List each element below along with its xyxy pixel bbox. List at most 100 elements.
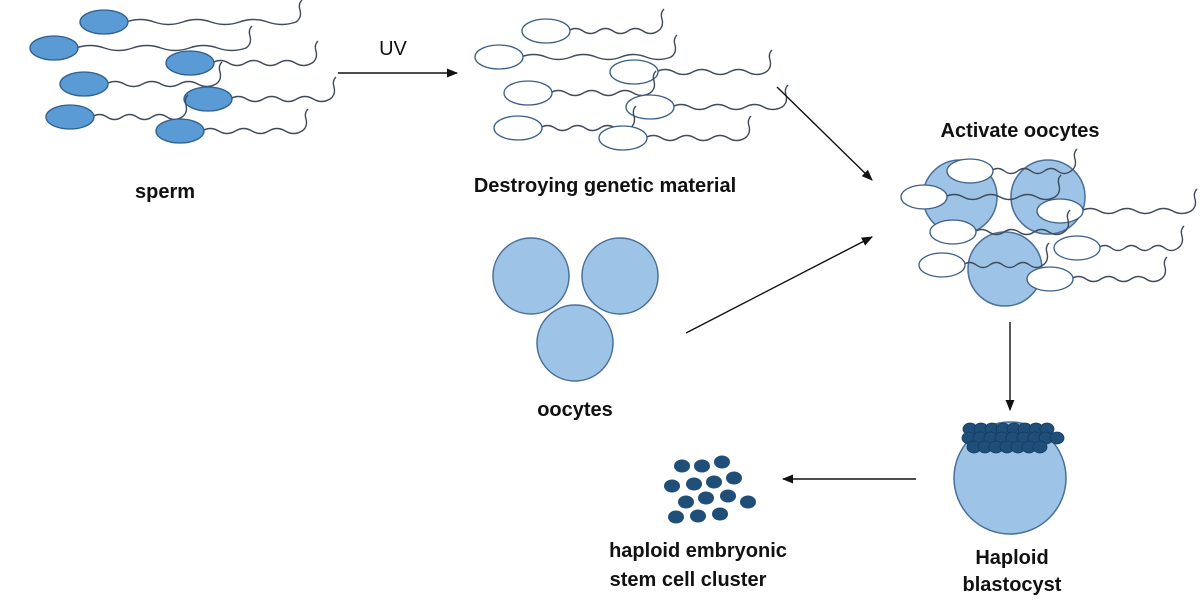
inner-cell-mass — [961, 422, 1065, 454]
stem-cell — [678, 495, 694, 509]
destroyed-sperm-group — [474, 8, 789, 151]
sperm-head — [503, 80, 553, 106]
sperm-head — [1036, 198, 1084, 224]
sperm-cell — [59, 61, 223, 97]
destroying-genetic-material-label: Destroying genetic material — [474, 175, 736, 197]
stem-cell — [698, 491, 714, 505]
activate-oocytes-label: Activate oocytes — [941, 120, 1100, 142]
sperm-cell — [1053, 225, 1185, 261]
sperm-tail — [973, 209, 1071, 236]
sperm-head — [45, 104, 95, 130]
sperm-head — [59, 71, 109, 97]
sperm-cell — [165, 40, 319, 76]
sperm-label: sperm — [135, 181, 195, 203]
sperm-cell — [929, 209, 1071, 245]
sperm-cell — [45, 94, 189, 130]
uv-label: UV — [379, 38, 407, 60]
sperm-head — [79, 9, 129, 35]
sperm-tail — [644, 115, 752, 142]
sperm-head — [183, 86, 233, 112]
sperm-cell — [503, 70, 657, 106]
sperm-cell — [598, 115, 752, 151]
activated-oocyte — [1010, 159, 1086, 235]
sperm-head — [29, 35, 79, 61]
stem-cell — [712, 507, 728, 521]
sperm-head — [946, 158, 994, 184]
sperm-cell — [625, 84, 789, 120]
stem-cell — [686, 477, 702, 491]
sperm-head — [609, 59, 659, 85]
stem-cell — [740, 495, 756, 509]
sperm-head — [900, 184, 948, 210]
sperm-tail — [201, 108, 309, 135]
sperm-tail — [944, 174, 1062, 201]
sperm-tail — [1070, 256, 1168, 283]
sperm-tail — [1097, 225, 1185, 252]
haploid-blastocyst — [953, 421, 1067, 535]
sperm-head — [165, 50, 215, 76]
sperm-tail — [655, 49, 773, 76]
stem-cell — [694, 459, 710, 473]
sperm-head — [598, 125, 648, 151]
inner-cell — [1032, 440, 1048, 454]
sperm-cell — [79, 0, 303, 35]
sperm-head — [929, 219, 977, 245]
cluster-label-line1: haploid embryonic — [609, 540, 787, 562]
sperm-cell — [609, 49, 773, 85]
sperm-tail — [211, 40, 319, 67]
sperm-cell — [946, 148, 1078, 184]
sperm-tail — [105, 61, 223, 88]
sperm-head — [474, 44, 524, 70]
sperm-cell — [918, 242, 1050, 278]
sperm-head — [625, 94, 675, 120]
inner-cell — [1049, 431, 1065, 445]
sperm-tail — [549, 70, 657, 97]
stem-cell-cluster — [664, 455, 756, 524]
sperm-cell — [1036, 188, 1198, 224]
stem-cell — [668, 510, 684, 524]
sperm-tail — [75, 25, 253, 52]
sperm-tail — [1080, 188, 1198, 215]
oocytes-group — [492, 237, 659, 382]
sperm-tail — [229, 76, 337, 103]
oocytes-to-activate-arrow — [685, 236, 873, 334]
stem-cell — [720, 489, 736, 503]
sperm-cell — [900, 174, 1062, 210]
haploid-blastocyst-label-line2: blastocyst — [963, 574, 1062, 596]
sperm-tail — [125, 0, 303, 26]
oocyte — [492, 237, 570, 315]
sperm-tail — [567, 8, 665, 35]
stem-cell — [726, 471, 742, 485]
cluster-label-line2: stem cell cluster — [610, 569, 767, 591]
stem-cell — [664, 479, 680, 493]
stem-cell — [674, 459, 690, 473]
sperm-tail — [539, 105, 637, 132]
oocyte — [581, 237, 659, 315]
sperm-head — [493, 115, 543, 141]
sperm-tail — [990, 148, 1078, 175]
sperm-tail — [962, 242, 1050, 269]
sperm-cell — [29, 25, 253, 61]
sperm-head — [1026, 266, 1074, 292]
sperm-head — [1053, 235, 1101, 261]
sperm-cell — [1026, 256, 1168, 292]
stem-cell — [714, 455, 730, 469]
stem-cell — [690, 509, 706, 523]
activated-oocyte — [967, 231, 1043, 307]
oocytes-label: oocytes — [537, 399, 613, 421]
sperm-cell — [183, 76, 337, 112]
destroyed-to-activate-arrow — [776, 86, 873, 181]
sperm-head — [155, 118, 205, 144]
penetrating-sperm-group — [900, 148, 1198, 292]
sperm-cell — [521, 8, 665, 44]
sperm-tail — [520, 34, 678, 61]
sperm-head — [521, 18, 571, 44]
sperm-tail — [671, 84, 789, 111]
sperm-tail — [91, 94, 189, 121]
oocyte — [536, 304, 614, 382]
sperm-cell — [155, 108, 309, 144]
sperm-cell — [493, 105, 637, 141]
stem-cell — [706, 475, 722, 489]
sperm-group — [29, 0, 337, 144]
